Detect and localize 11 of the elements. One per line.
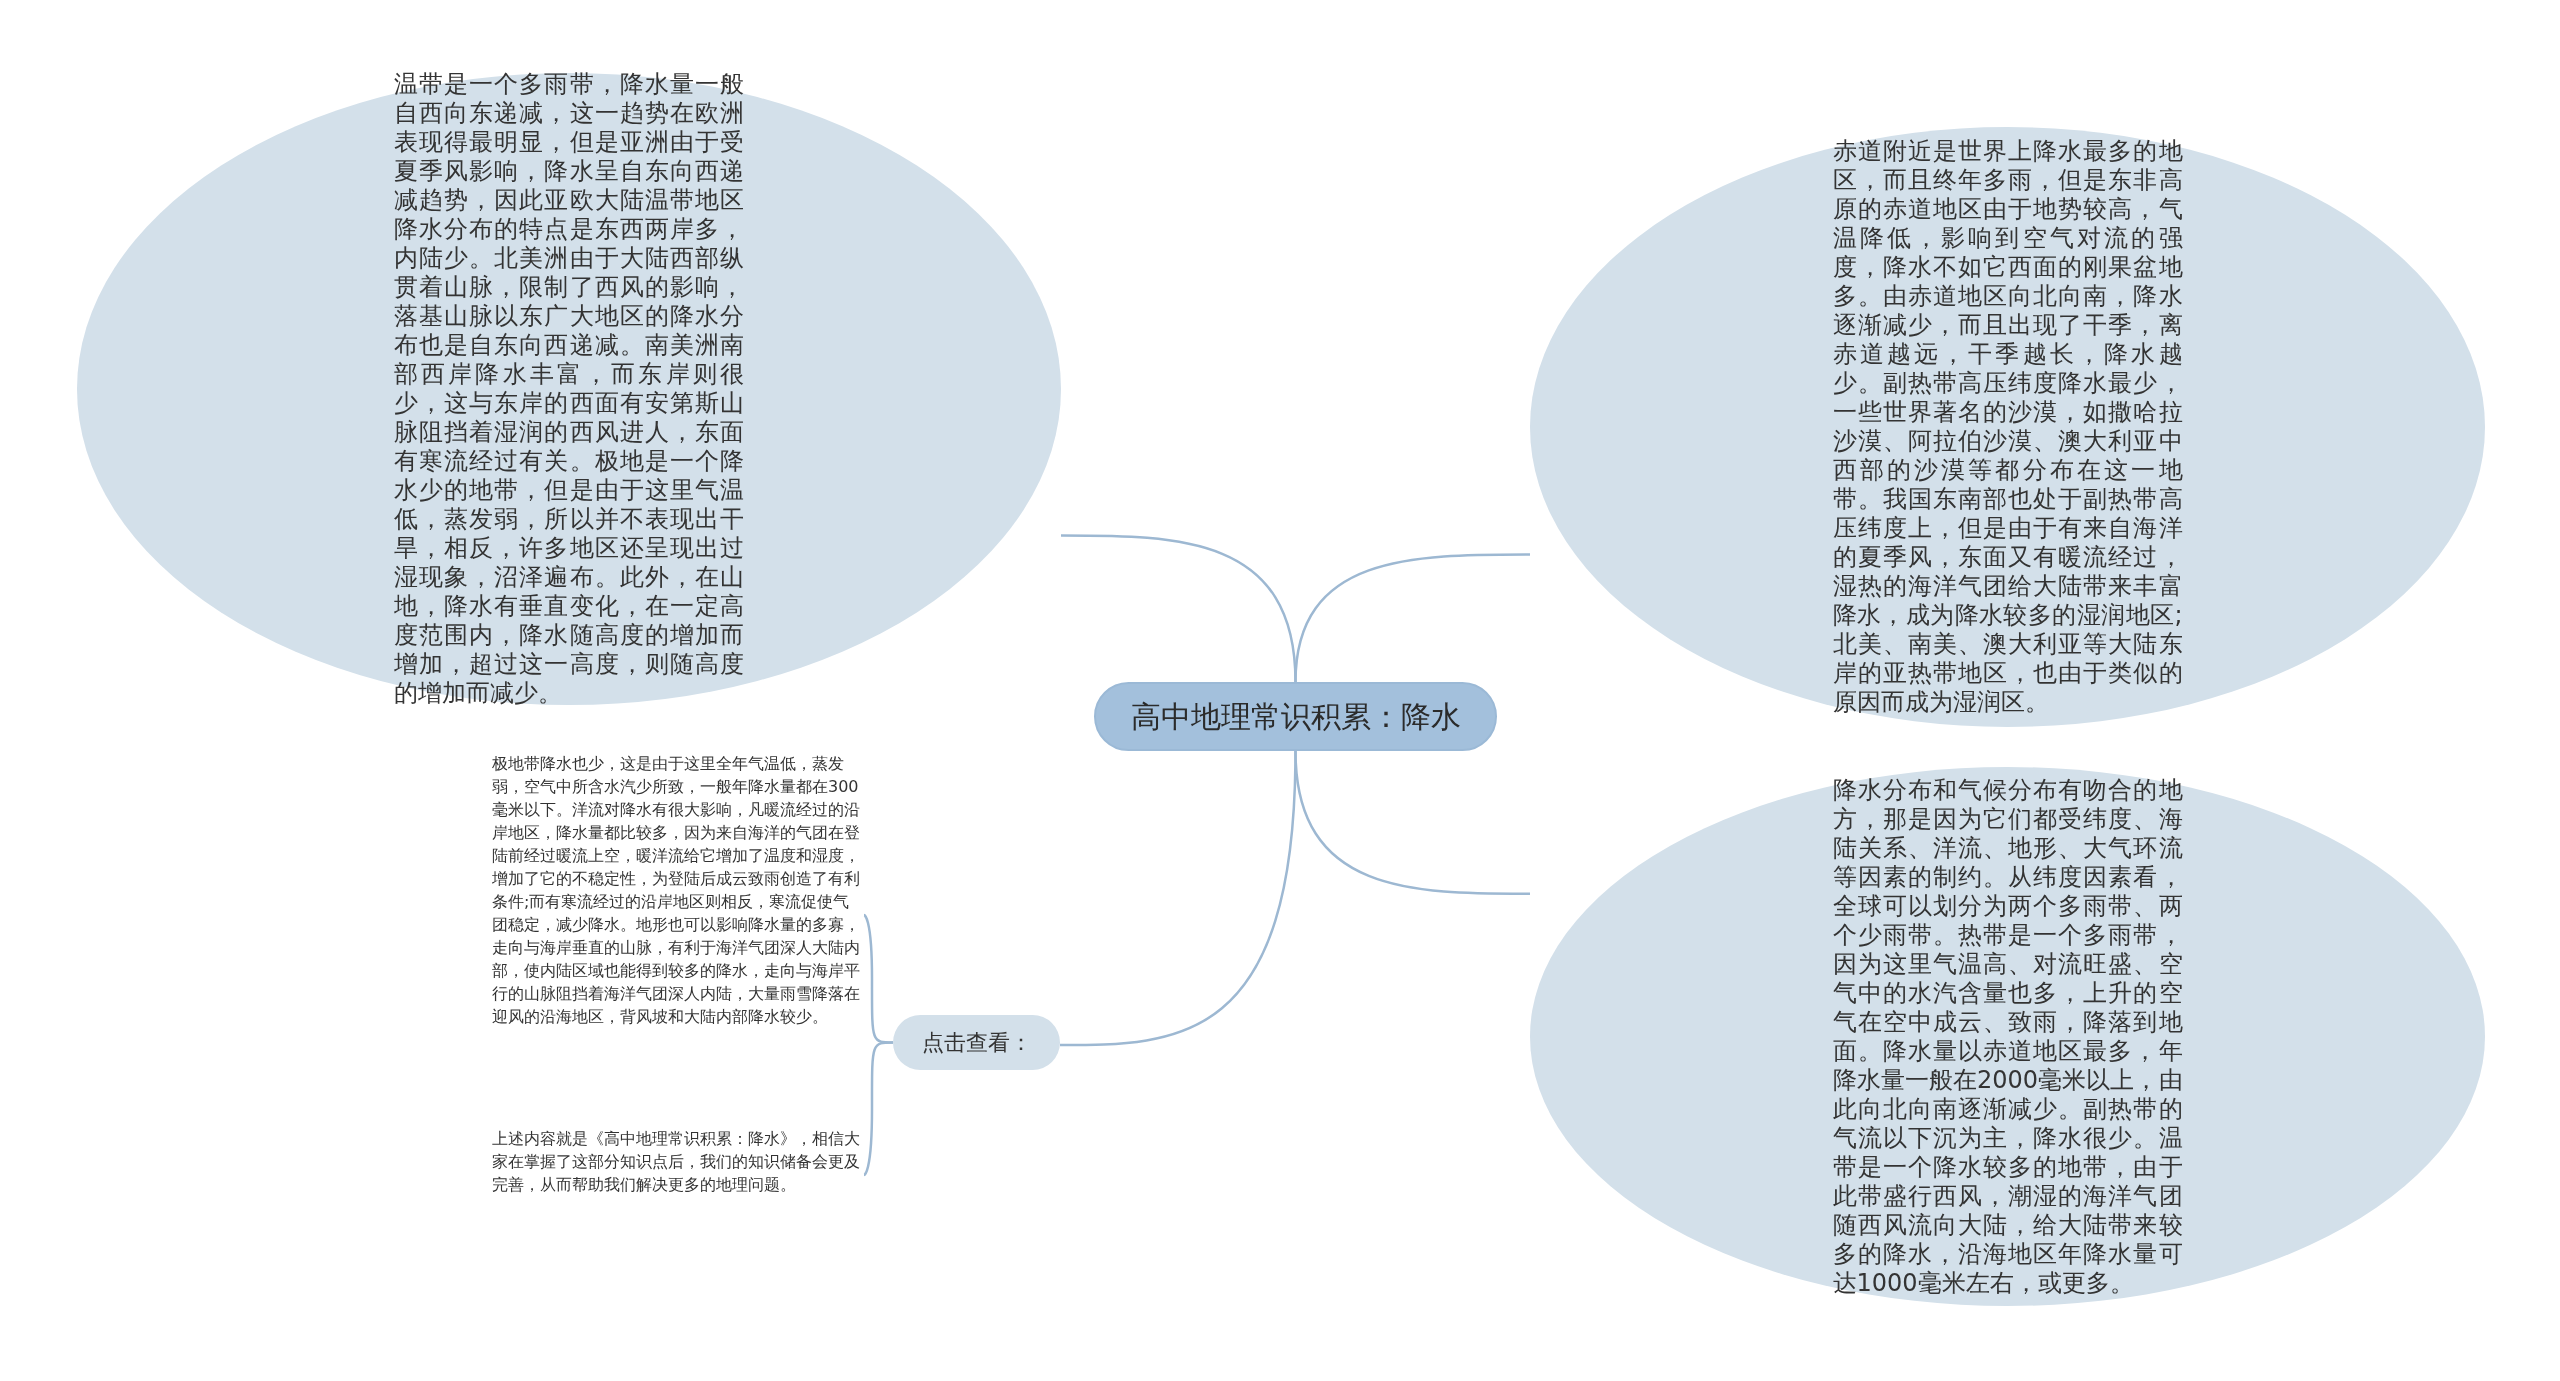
note-text: 上述内容就是《高中地理常识积累：降水》，相信大家在掌握了这部分知识点后，我们的知识储备会更及完善，从而帮助我们解决更多的地理问题。 bbox=[492, 1128, 861, 1196]
bubble-text: 温带是一个多雨带，降水量一般自西向东递减，这一趋势在欧洲表现得最明显，但是亚洲由于受夏季风影响，降水呈自东向西递减趋势，因此亚欧大陆温带地区降水分布的特点是东西两岸多，内陆少。北美洲由于大陆西部纵贯着山脉，限制了西风的影响，落基山脉以东广大地区的降水分布也是自东向西递减。南美洲南部西岸降水丰富，而东岸则很少，这与东岸的西面有安第斯山脉阻挡着湿润的西风进人，东面有寒流经过有关。极地是一个降水少的地带，但是由于这里气温低，蒸发弱，所以并不表现出干旱，相反，许多地区还呈现出过湿现象，沼泽遍布。此外，在山地，降水有垂直变化，在一定高度范围内，降水随高度的增加而增加，超过这一高度，则随高度的增加而减少。 bbox=[394, 70, 744, 708]
note-text: 极地带降水也少，这是由于这里全年气温低，蒸发弱，空气中所含水汽少所致，一般年降水量都在300毫米以下。洋流对降水有很大影响，凡暖流经过的沿岸地区，降水量都比较多，因为来自海洋的气团在登陆前经过暖流上空，暖洋流给它增加了温度和湿度，增加了它的不稳定性，为登陆后成云致雨创造了有利条件;而有寒流经过的沿岸地区则相反，寒流促使气团稳定，减少降水。地形也可以影响降水量的多寡，走向与海岸垂直的山脉，有利于海洋气团深人大陆内部，使内陆区域也能得到较多的降水，走向与海岸平行的山脉阻挡着海洋气团深人内陆，大量雨雪降落在迎风的沿海地区，背风坡和大陆内部降水较少。 bbox=[492, 753, 861, 1028]
bubble-text: 赤道附近是世界上降水最多的地区，而且终年多雨，但是东非高原的赤道地区由于地势较高，气温降低，影响到空气对流的强度，降水不如它西面的刚果盆地多。由赤道地区向北向南，降水逐渐减少，而且出现了干季，离赤道越远，干季越长，降水越少。副热带高压纬度降水最少，一些世界著名的沙漠，如撒哈拉沙漠、阿拉伯沙漠、澳大利亚中西部的沙漠等都分布在这一地带。我国东南部也处于副热带高压纬度上，但是由于有来自海洋的夏季风，东面又有暖流经过，湿热的海洋气团给大陆带来丰富降水，成为降水较多的湿润地区;北美、南美、澳大利亚等大陆东岸的亚热带地区，也由于类似的原因而成为湿润区。 bbox=[1832, 137, 2183, 717]
connector-line bbox=[863, 1041, 893, 1176]
subtopic-label: 点击查看： bbox=[921, 1029, 1032, 1057]
connector-line bbox=[1294, 553, 1530, 683]
connector-line bbox=[1060, 750, 1297, 1047]
topic-title: 高中地理常识积累：降水 bbox=[1130, 698, 1461, 736]
bubble-text: 降水分布和气候分布有吻合的地方，那是因为它们都受纬度、海陆关系、洋流、地形、大气环流等因素的制约。从纬度因素看，全球可以划分为两个多雨带、两个少雨带。热带是一个多雨带，因为这里气温高、对流旺盛、空气中的水汽含量也多，上升的空气在空中成云、致雨，降落到地面。降水量以赤道地区最多，年降水量一般在2000毫米以上，由此向北向南逐渐减少。副热带的气流以下沉为主，降水很少。温带是一个降水较多的地带，由于此带盛行西风，潮湿的海洋气团随西风流向大陆，给大陆带来较多的降水，沿海地区年降水量可达1000毫米左右，或更多。 bbox=[1832, 775, 2183, 1298]
subtopic-pill bbox=[893, 1015, 1060, 1070]
